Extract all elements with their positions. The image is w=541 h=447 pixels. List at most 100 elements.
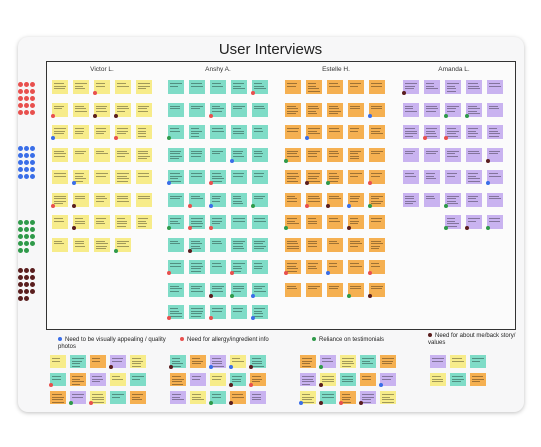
palette-dot[interactable] (24, 227, 29, 232)
sticky-note[interactable] (445, 170, 461, 184)
sticky-note[interactable] (51, 102, 68, 118)
sticky-note[interactable] (306, 147, 322, 162)
palette-dot[interactable] (18, 103, 23, 108)
sticky-note[interactable] (136, 125, 152, 139)
sticky-note[interactable] (114, 237, 131, 253)
sticky-note[interactable] (285, 282, 301, 297)
sticky-note[interactable] (444, 102, 461, 118)
sticky-note[interactable] (73, 80, 89, 94)
sticky-note[interactable] (90, 355, 106, 368)
sticky-note[interactable] (51, 125, 68, 140)
sticky-note[interactable] (190, 391, 206, 404)
palette-dot[interactable] (24, 275, 29, 280)
palette-dot[interactable] (18, 153, 23, 158)
sticky-note[interactable] (348, 80, 364, 94)
sticky-note[interactable] (115, 80, 131, 94)
palette-dot[interactable] (18, 146, 23, 151)
sticky-note[interactable] (230, 260, 247, 275)
sticky-note[interactable] (445, 80, 461, 94)
sticky-note[interactable] (487, 125, 503, 139)
palette-dot[interactable] (18, 160, 23, 165)
sticky-note[interactable] (403, 102, 419, 117)
sticky-note[interactable] (231, 237, 247, 252)
sticky-note[interactable] (470, 373, 486, 386)
sticky-note[interactable] (73, 125, 89, 139)
sticky-note[interactable] (250, 391, 266, 404)
sticky-note[interactable] (327, 237, 343, 252)
palette-dot[interactable] (24, 89, 29, 94)
sticky-note[interactable] (486, 147, 503, 163)
sticky-note[interactable] (319, 391, 336, 405)
sticky-note[interactable] (284, 215, 301, 230)
sticky-note[interactable] (305, 170, 322, 185)
sticky-note[interactable] (326, 260, 343, 275)
sticky-note[interactable] (369, 147, 385, 162)
sticky-note[interactable] (190, 373, 206, 386)
palette-dot[interactable] (18, 110, 23, 115)
sticky-note[interactable] (114, 102, 131, 118)
sticky-note[interactable] (487, 80, 503, 94)
sticky-note[interactable] (466, 192, 482, 207)
sticky-note[interactable] (470, 355, 486, 368)
sticky-note[interactable] (306, 102, 322, 117)
sticky-note[interactable] (252, 147, 268, 162)
palette-dot[interactable] (18, 89, 23, 94)
palette-dot[interactable] (18, 234, 23, 239)
palette-dot[interactable] (24, 289, 29, 294)
sticky-note[interactable] (90, 373, 106, 386)
sticky-note[interactable] (210, 373, 226, 386)
sticky-note[interactable] (430, 373, 446, 386)
sticky-note[interactable] (347, 215, 364, 230)
palette-dot[interactable] (24, 96, 29, 101)
sticky-note[interactable] (319, 373, 336, 387)
sticky-note[interactable] (229, 391, 246, 405)
sticky-note[interactable] (326, 170, 343, 185)
sticky-note[interactable] (348, 147, 364, 162)
sticky-note[interactable] (94, 237, 110, 252)
sticky-note[interactable] (189, 102, 205, 117)
palette-dot[interactable] (24, 110, 29, 115)
palette-dot[interactable] (30, 282, 35, 287)
sticky-note[interactable] (136, 147, 152, 162)
sticky-note[interactable] (231, 125, 247, 139)
sticky-note[interactable] (326, 192, 343, 208)
sticky-note[interactable] (348, 125, 364, 139)
sticky-note[interactable] (430, 355, 446, 368)
sticky-note[interactable] (369, 215, 385, 229)
sticky-note[interactable] (300, 355, 316, 368)
sticky-note[interactable] (327, 125, 343, 139)
sticky-note[interactable] (110, 391, 126, 404)
palette-dot[interactable] (24, 248, 29, 253)
sticky-note[interactable] (306, 260, 322, 274)
palette-dot[interactable] (30, 110, 35, 115)
palette-dot[interactable] (30, 268, 35, 273)
sticky-note[interactable] (231, 215, 247, 229)
sticky-note[interactable] (72, 192, 89, 208)
sticky-note[interactable] (130, 391, 146, 404)
sticky-note[interactable] (252, 170, 268, 184)
palette-dot[interactable] (18, 220, 23, 225)
sticky-note[interactable] (466, 125, 482, 139)
sticky-note[interactable] (231, 170, 247, 184)
sticky-note[interactable] (403, 125, 419, 139)
sticky-note[interactable] (52, 215, 68, 229)
sticky-note[interactable] (319, 355, 336, 369)
palette-dot[interactable] (24, 146, 29, 151)
palette-dot[interactable] (30, 289, 35, 294)
sticky-note[interactable] (94, 192, 110, 207)
sticky-note[interactable] (190, 355, 206, 368)
sticky-note[interactable] (347, 282, 364, 298)
sticky-note[interactable] (285, 125, 301, 139)
sticky-note[interactable] (466, 170, 482, 184)
sticky-note[interactable] (94, 215, 110, 229)
sticky-note[interactable] (209, 170, 226, 185)
sticky-note[interactable] (380, 391, 396, 404)
sticky-note[interactable] (231, 305, 247, 319)
sticky-note[interactable] (487, 192, 503, 207)
palette-dot[interactable] (30, 174, 35, 179)
sticky-note[interactable] (368, 260, 385, 275)
palette-dot[interactable] (18, 248, 23, 253)
sticky-note[interactable] (189, 282, 205, 297)
sticky-note[interactable] (466, 80, 482, 94)
sticky-note[interactable] (251, 282, 268, 298)
